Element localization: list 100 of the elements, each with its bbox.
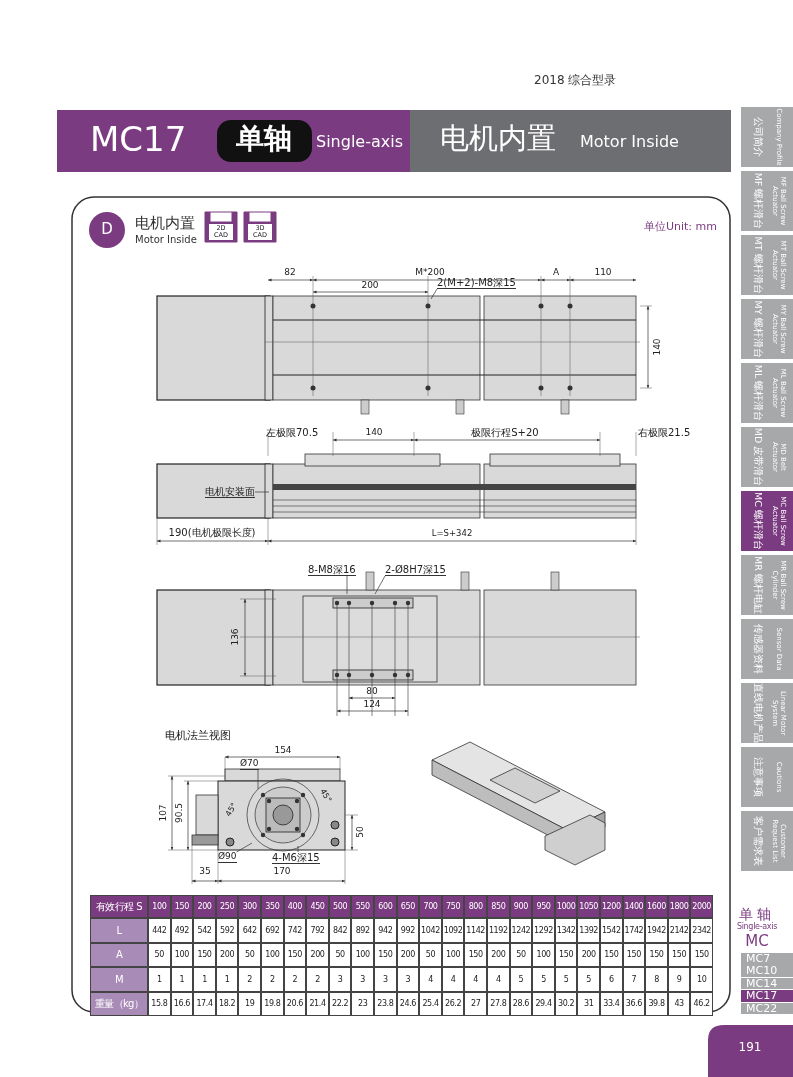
dimension-label: 110 <box>594 268 612 278</box>
tab-title: MR 螺杆电缸 <box>752 556 764 614</box>
section-subheading: Motor Inside <box>135 234 197 245</box>
table-cell: 1 <box>193 967 216 992</box>
dimension-label: 124 <box>363 700 381 710</box>
tab-title: MY 螺杆滑台 <box>752 300 764 358</box>
page-number: 191 <box>738 1041 762 1055</box>
view-title: 电机法兰视图 <box>165 730 231 743</box>
table-cell: 23.8 <box>374 991 397 1016</box>
table-cell: 100 <box>261 942 284 967</box>
table-cell: 1092 <box>441 918 465 943</box>
table-cell: 6 <box>600 967 623 992</box>
dimension-label: 80 <box>366 687 378 697</box>
table-cell: 27 <box>464 991 487 1016</box>
table-cell: 5 <box>554 967 578 992</box>
dimension-label: 107 <box>159 804 169 822</box>
table-cell: 9 <box>667 967 691 992</box>
table-cell: 3 <box>396 967 420 992</box>
table-header-cell: 200 <box>193 895 216 918</box>
table-cell: 2 <box>306 967 329 992</box>
callout-label: 8-M8深16 <box>308 564 356 576</box>
table-cell: 3 <box>328 967 352 992</box>
model-tab: MC7 <box>741 953 793 965</box>
table-cell: 10 <box>690 967 713 992</box>
callout-label: 电机安装面 <box>205 486 255 498</box>
table-cell: 2142 <box>667 918 691 943</box>
angle-label: 45° <box>224 801 240 819</box>
model-tab: MC14 <box>741 977 793 990</box>
dimension-label: 35 <box>199 867 211 877</box>
table-cell: 100 <box>351 942 374 967</box>
table-cell: 29.4 <box>532 991 555 1016</box>
table-cell: 792 <box>306 918 329 943</box>
table-cell: 4 <box>419 967 442 992</box>
table-header-cell: A <box>90 942 148 967</box>
table-cell: 150 <box>464 942 487 967</box>
table-header-cell: 850 <box>487 895 510 918</box>
table-header-cell: 650 <box>396 895 420 918</box>
table-cell: 892 <box>351 918 374 943</box>
table-cell: 150 <box>690 942 713 967</box>
table-cell: 1 <box>148 967 171 992</box>
tab-title: 直线电机产品 <box>752 683 764 743</box>
table-cell: 542 <box>193 918 216 943</box>
table-header-cell: 重量（kg） <box>90 991 148 1016</box>
table-header-cell: 500 <box>328 895 352 918</box>
axis-label: 单轴 <box>236 124 292 155</box>
table-header-cell: 1050 <box>577 895 600 918</box>
table-cell: 50 <box>419 942 442 967</box>
dimension-label: M*200 <box>415 268 445 278</box>
table-cell: 1742 <box>622 918 646 943</box>
tab-title: MT 螺杆滑台 <box>752 236 764 294</box>
table-cell: 2 <box>283 967 307 992</box>
dimension-label: 极限行程S+20 <box>471 427 539 438</box>
table-header-cell: 900 <box>509 895 533 918</box>
model-tab: MC17 <box>741 990 793 1002</box>
table-cell: 2 <box>238 967 261 992</box>
table-header-cell: 350 <box>261 895 284 918</box>
dimension-label: A <box>552 268 560 278</box>
table-cell: 592 <box>215 918 239 943</box>
table-header-cell: 950 <box>532 895 555 918</box>
tab-title: 注意事项 <box>752 757 764 797</box>
table-header-cell: 1200 <box>600 895 623 918</box>
table-header-cell: 300 <box>238 895 261 918</box>
table-header-cell: 1800 <box>667 895 691 918</box>
table-cell: 200 <box>487 942 510 967</box>
dimension-label: L=S+342 <box>431 529 473 539</box>
table-cell: 1292 <box>532 918 555 943</box>
table-cell: 3 <box>374 967 397 992</box>
section-letter: D <box>101 221 113 238</box>
table-header-cell: 1400 <box>622 895 646 918</box>
table-cell: 27.8 <box>487 991 510 1016</box>
table-cell: 25.4 <box>419 991 442 1016</box>
table-header-cell: 700 <box>419 895 442 918</box>
leader-line <box>346 575 348 595</box>
table-cell: 23 <box>351 991 374 1016</box>
table-cell: 1242 <box>509 918 533 943</box>
table-cell: 100 <box>532 942 555 967</box>
table-cell: 2 <box>261 967 284 992</box>
axis-sublabel: Single-axis <box>736 923 778 932</box>
table-cell: 39.8 <box>645 991 668 1016</box>
table-header-cell: 750 <box>441 895 465 918</box>
table-cell: 33.4 <box>600 991 623 1016</box>
leader-line <box>374 575 386 595</box>
table-cell: 1392 <box>577 918 600 943</box>
table-cell: 1942 <box>645 918 668 943</box>
table-cell: 1 <box>170 967 194 992</box>
table-cell: 1 <box>215 967 239 992</box>
tab-title: 传感器资料 <box>752 624 764 674</box>
table-header-cell: M <box>90 967 148 992</box>
table-cell: 4 <box>441 967 465 992</box>
model-tab: MC22 <box>741 1002 793 1015</box>
table-cell: 3 <box>351 967 374 992</box>
table-header-cell: 550 <box>351 895 374 918</box>
section-heading: 电机内置 <box>135 215 195 232</box>
table-cell: 17.4 <box>193 991 216 1016</box>
table-cell: 21.4 <box>306 991 329 1016</box>
dimension-label: 右极限21.5 <box>638 427 691 438</box>
table-cell: 50 <box>148 942 171 967</box>
leader-line <box>257 769 259 790</box>
table-cell: 5 <box>532 967 555 992</box>
callout-label: 2-Ø8H7深15 <box>385 564 446 576</box>
